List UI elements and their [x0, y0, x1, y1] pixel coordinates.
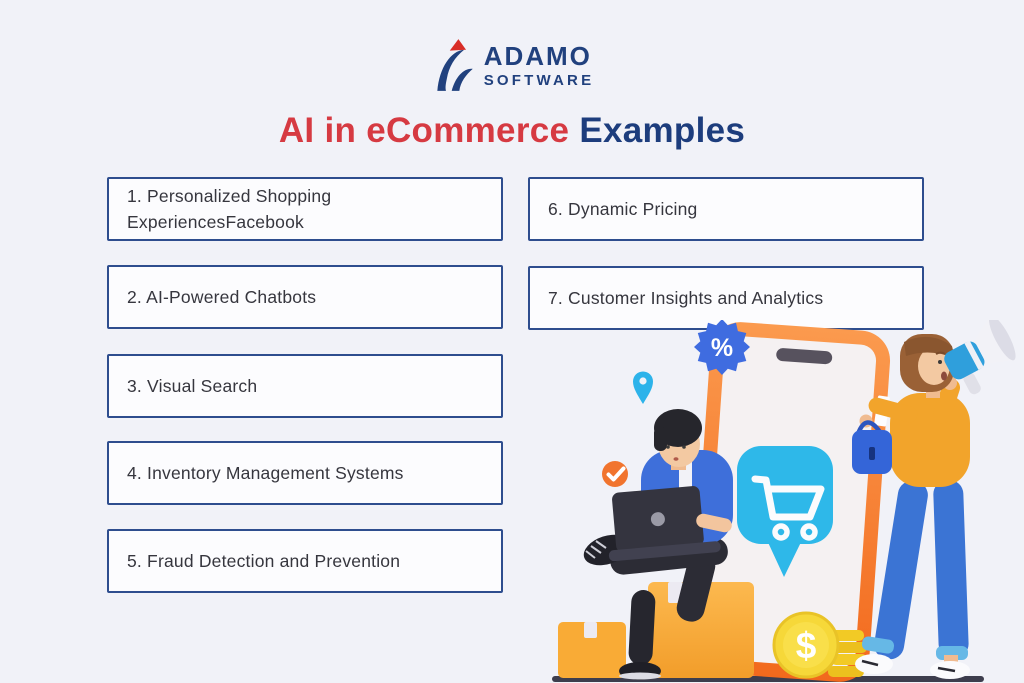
example-label: 5. Fraud Detection and Prevention: [127, 550, 401, 571]
example-box-3: 3. Visual Search: [107, 354, 503, 418]
page-title-highlight: AI in eCommerce: [278, 111, 570, 150]
discount-percent-badge-icon: %: [694, 320, 750, 375]
logo-brand: ADAMO: [483, 40, 592, 71]
phone-notch: [776, 348, 833, 365]
example-box-2: 2. AI-Powered Chatbots: [107, 265, 503, 329]
logo-brand-sub: SOFTWARE: [483, 71, 595, 89]
check-badge-icon: [602, 461, 628, 487]
example-box-1: 1. Personalized Shopping ExperiencesFace…: [107, 177, 503, 241]
adamo-logo-icon: [437, 39, 473, 91]
adamo-logo: ADAMO SOFTWARE: [430, 36, 595, 94]
svg-text:%: %: [711, 334, 733, 362]
example-label: 4. Inventory Management Systems: [127, 462, 404, 483]
ecommerce-illustration: %: [552, 320, 1016, 682]
handbag-icon: [852, 430, 892, 474]
shopping-cart-bubble-icon: [737, 446, 833, 577]
woman-with-megaphone: [852, 320, 1016, 679]
megaphone-icon: [944, 320, 1016, 395]
example-box-7: 7. Customer Insights and Analytics: [528, 266, 924, 330]
svg-text:$: $: [796, 625, 817, 666]
delivery-box-small: [558, 622, 626, 678]
example-label: 2. AI-Powered Chatbots: [127, 286, 317, 307]
laptop: [608, 486, 721, 562]
page-title-rest: Examples: [579, 111, 746, 150]
location-pin-icon: [633, 371, 653, 404]
example-label: 7. Customer Insights and Analytics: [548, 287, 824, 308]
page-title: AI in eCommerce Examples: [0, 111, 1024, 151]
example-box-5: 5. Fraud Detection and Prevention: [107, 529, 503, 593]
example-box-6: 6. Dynamic Pricing: [528, 177, 924, 241]
example-box-4: 4. Inventory Management Systems: [107, 441, 503, 505]
dollar-coins-icon: $: [772, 611, 867, 679]
man-with-laptop: [583, 409, 733, 680]
example-label: 1. Personalized Shopping ExperiencesFace…: [127, 185, 332, 232]
example-label: 6. Dynamic Pricing: [548, 198, 698, 219]
adamo-logo-text: ADAMO SOFTWARE: [484, 43, 595, 88]
example-label: 3. Visual Search: [127, 375, 258, 396]
